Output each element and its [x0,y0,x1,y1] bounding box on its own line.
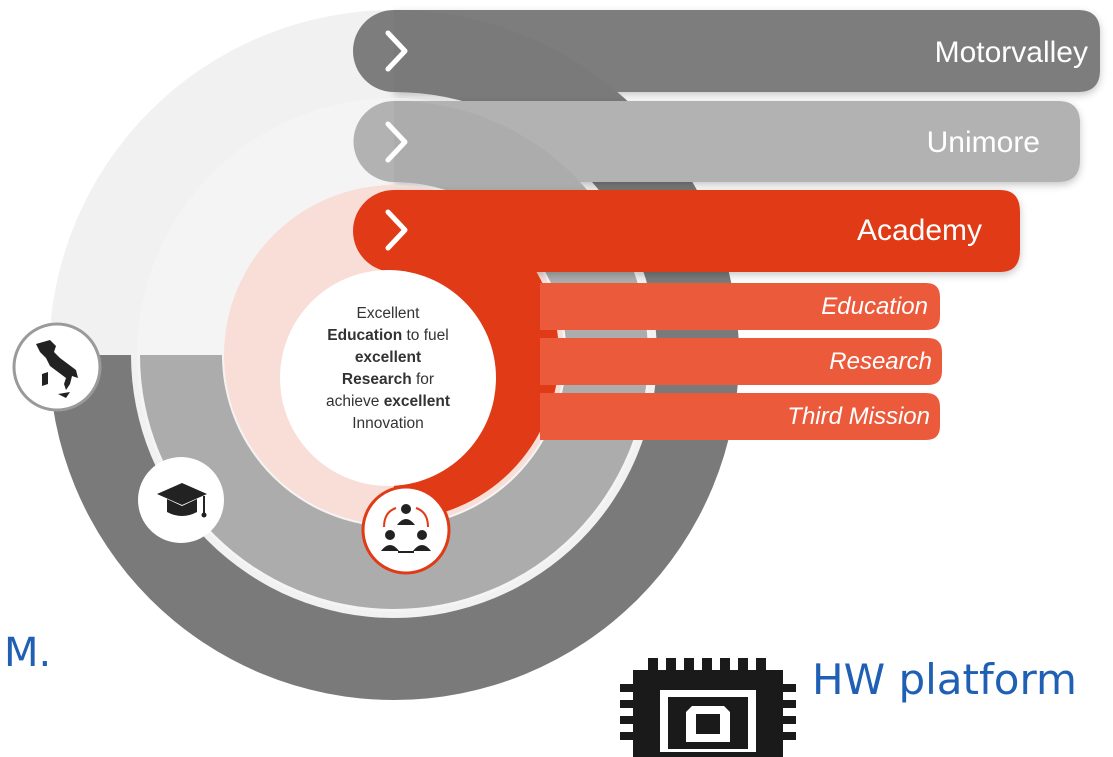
italy-map-icon [36,340,78,398]
chevron-right-icon [385,30,408,72]
center-line: Research for [341,371,435,388]
chevron-right-icon [385,209,408,251]
italy-badge [12,322,102,412]
unimore-cap [353,101,394,182]
center-line: Innovation [352,415,424,432]
side-text-fragment: M. [4,630,52,676]
academy-label: Academy [857,214,982,247]
chevron-right-icon [385,121,408,163]
graduation-badge [138,457,224,543]
center-circle [280,270,496,486]
research-label: Research [829,348,932,375]
third-mission-label: Third Mission [787,403,930,430]
graduation-cap-icon [157,483,207,518]
education-bar [540,283,940,330]
center-statement: Excellent Education to fuel excellent Re… [300,303,476,435]
team-badge [361,485,451,575]
motorvalley-label: Motorvalley [935,36,1088,69]
education-label: Education [821,293,928,320]
hw-platform-label: HW platform [812,655,1077,704]
center-line: Education to fuel [327,327,449,344]
third-mission-bar [540,393,940,440]
center-line: excellent [354,349,422,366]
academy-bar [394,190,1020,272]
unimore-bar [394,101,1080,182]
unimore-label: Unimore [927,126,1040,159]
team-network-icon [381,504,431,553]
center-line: Excellent [356,305,420,322]
center-line: achieve excellent [325,393,451,410]
microchip-icon [620,658,796,757]
academy-cap [353,190,394,272]
motorvalley-cap [353,10,394,92]
research-bar [540,338,942,385]
